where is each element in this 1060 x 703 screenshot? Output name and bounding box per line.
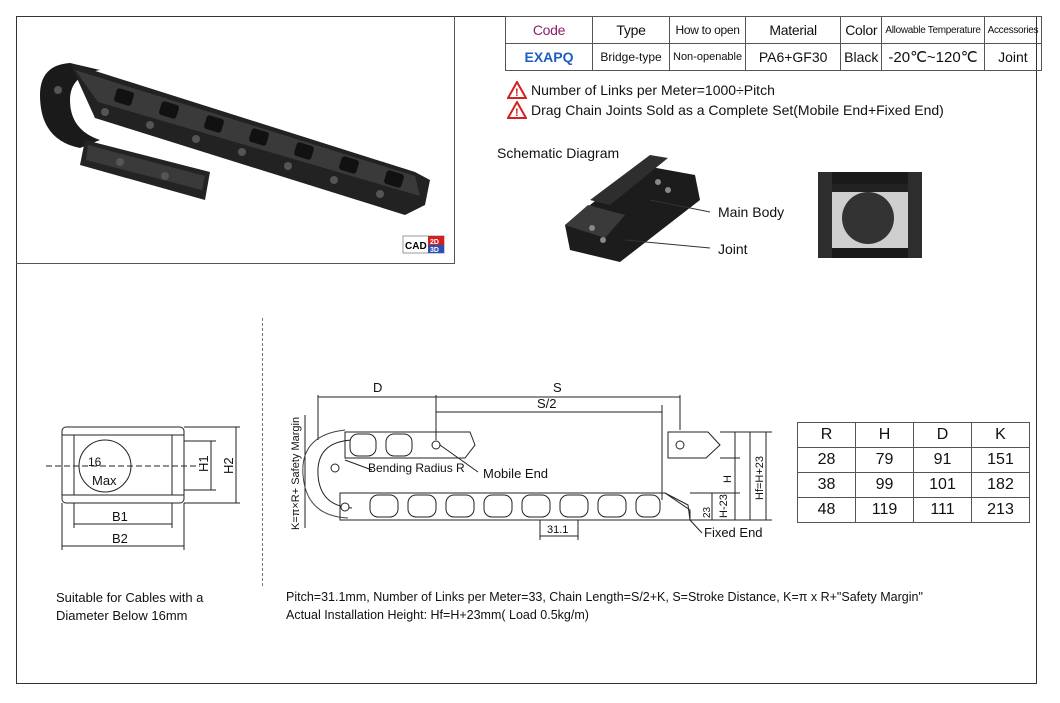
- spec-header-row: Code Type How to open Material Color All…: [505, 16, 1043, 44]
- cell: 119: [855, 497, 914, 523]
- spec-temp: -20℃~120℃: [881, 43, 985, 71]
- product-photo-panel: [16, 16, 455, 264]
- chain-link-outlines: [349, 433, 661, 518]
- spec-header-accessories: Accessories: [983, 16, 1043, 44]
- h2-label: H2: [221, 457, 236, 474]
- section-divider: [262, 318, 263, 586]
- spec-color: Black: [840, 43, 883, 71]
- spec-material: PA6+GF30: [745, 43, 842, 71]
- warning-icon: !: [507, 101, 527, 119]
- note-complete-set: ! Drag Chain Joints Sold as a Complete S…: [507, 101, 944, 119]
- diameter-label: 16: [88, 455, 102, 469]
- b2-label: B2: [112, 531, 128, 546]
- spec-type: Bridge-type: [592, 43, 670, 71]
- svg-text:!: !: [515, 107, 519, 119]
- dimensions-table: R H D K 28 79 91 151 38 99 101 182 48 11…: [797, 422, 1030, 523]
- cell: 213: [971, 497, 1030, 523]
- dims-header-row: R H D K: [797, 422, 1030, 448]
- h-label: H: [722, 475, 734, 483]
- cell: 48: [797, 497, 856, 523]
- b1-label: B1: [112, 509, 128, 524]
- dims-header-k: K: [971, 422, 1030, 448]
- schematic-title: Schematic Diagram: [497, 145, 620, 161]
- spec-header-temp: Allowable Temperature: [881, 16, 985, 44]
- dim-s2-label: S/2: [537, 396, 557, 411]
- spec-accessories: Joint: [983, 43, 1043, 71]
- product-photo: [40, 63, 430, 215]
- note-text: Drag Chain Joints Sold as a Complete Set…: [531, 102, 944, 118]
- cell: 28: [797, 447, 856, 473]
- table-row: 38 99 101 182: [797, 472, 1030, 498]
- spec-code: EXAPQ: [505, 43, 593, 71]
- mobile-end-label: Mobile End: [483, 466, 548, 481]
- dim-d-label: D: [373, 380, 382, 395]
- h1-label: H1: [196, 455, 211, 472]
- dims-header-d: D: [913, 422, 972, 448]
- k-formula-label: K=π×R+ Safety Margin: [290, 417, 302, 530]
- cad-label: CAD: [405, 241, 427, 252]
- cell: 182: [971, 472, 1030, 498]
- main-body-label: Main Body: [718, 204, 785, 220]
- cad-3d: 3D: [430, 247, 439, 254]
- cad-badge: CAD 2D 3D: [402, 235, 445, 254]
- max-label: Max: [92, 473, 117, 488]
- cross-section-drawing: [46, 426, 240, 550]
- spec-header-code: Code: [505, 16, 593, 44]
- spec-table: Code Type How to open Material Color All…: [505, 16, 1043, 71]
- table-row: 48 119 111 213: [797, 497, 1030, 523]
- h-minus-label: H-23: [718, 494, 730, 518]
- warning-icon: !: [507, 81, 527, 99]
- spec-value-row: EXAPQ Bridge-type Non-openable PA6+GF30 …: [505, 43, 1043, 71]
- cable-note-line1: Suitable for Cables with a: [56, 590, 204, 605]
- cell: 38: [797, 472, 856, 498]
- cross-section-photo: [818, 172, 922, 258]
- cell: 91: [913, 447, 972, 473]
- pitch-dim-label: 31.1: [547, 524, 568, 536]
- spec-header-type: Type: [592, 16, 670, 44]
- cell: 151: [971, 447, 1030, 473]
- cell: 101: [913, 472, 972, 498]
- twentythree-label: 23: [702, 506, 713, 518]
- footnote-pitch: Pitch=31.1mm, Number of Links per Meter=…: [286, 590, 923, 604]
- dim-s-label: S: [553, 380, 562, 395]
- cell: 111: [913, 497, 972, 523]
- dims-header-h: H: [855, 422, 914, 448]
- cell: 79: [855, 447, 914, 473]
- spec-header-color: Color: [840, 16, 883, 44]
- spec-open: Non-openable: [668, 43, 747, 71]
- hf-label: Hf=H+23: [754, 456, 766, 500]
- fixed-end-label: Fixed End: [704, 525, 763, 540]
- bending-radius-label: Bending Radius R: [368, 461, 465, 475]
- spec-header-open: How to open: [668, 16, 747, 44]
- joint-label: Joint: [718, 241, 748, 257]
- note-text: Number of Links per Meter=1000÷Pitch: [531, 82, 775, 98]
- note-links-per-meter: ! Number of Links per Meter=1000÷Pitch: [507, 81, 775, 99]
- spec-header-material: Material: [745, 16, 842, 44]
- footnote-install-height: Actual Installation Height: Hf=H+23mm( L…: [286, 608, 589, 622]
- schematic-link-drawing: [565, 155, 711, 262]
- cad-2d: 2D: [430, 239, 439, 246]
- chain-layout-drawing: [302, 395, 772, 540]
- table-row: 28 79 91 151: [797, 447, 1030, 473]
- cell: 99: [855, 472, 914, 498]
- cable-note-line2: Diameter Below 16mm: [56, 608, 188, 623]
- dims-header-r: R: [797, 422, 856, 448]
- svg-text:!: !: [515, 87, 519, 99]
